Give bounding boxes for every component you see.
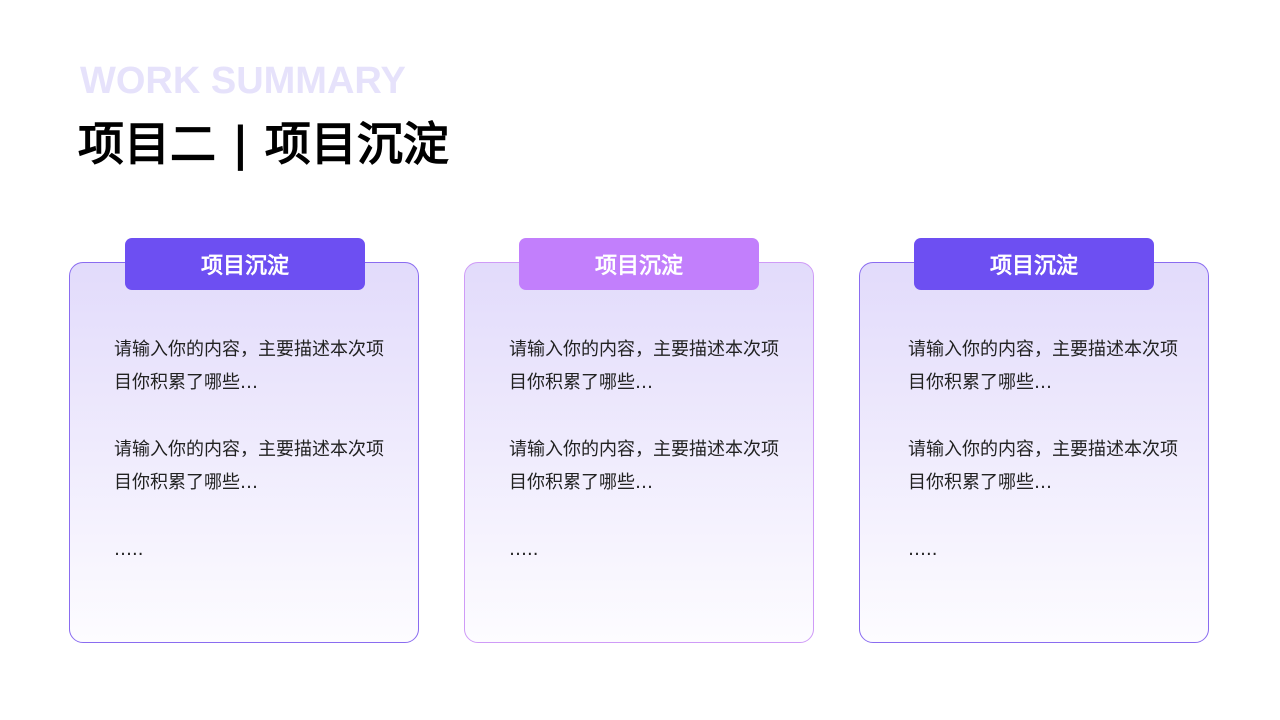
card-1: 请输入你的内容，主要描述本次项目你积累了哪些… 请输入你的内容，主要描述本次项目你… xyxy=(69,262,419,643)
card-1-label: 项目沉淀 xyxy=(125,238,365,290)
card-paragraph: 请输入你的内容，主要描述本次项目你积累了哪些… xyxy=(908,439,1178,493)
card-paragraph: 请输入你的内容，主要描述本次项目你积累了哪些… xyxy=(509,339,779,393)
page-title: 项目二 | 项目沉淀 xyxy=(78,117,449,171)
card-paragraph: 请输入你的内容，主要描述本次项目你积累了哪些… xyxy=(509,439,779,493)
card-ellipsis: ….. xyxy=(509,539,539,560)
subtitle: WORK SUMMARY xyxy=(80,60,406,102)
card-2-label: 项目沉淀 xyxy=(519,238,759,290)
card-3: 请输入你的内容，主要描述本次项目你积累了哪些… 请输入你的内容，主要描述本次项目你… xyxy=(859,262,1209,643)
card-paragraph: 请输入你的内容，主要描述本次项目你积累了哪些… xyxy=(114,339,384,393)
card-paragraph: 请输入你的内容，主要描述本次项目你积累了哪些… xyxy=(908,339,1178,393)
card-ellipsis: ….. xyxy=(908,539,938,560)
card-ellipsis: ….. xyxy=(114,539,144,560)
card-3-label: 项目沉淀 xyxy=(914,238,1154,290)
card-paragraph: 请输入你的内容，主要描述本次项目你积累了哪些… xyxy=(114,439,384,493)
card-2: 请输入你的内容，主要描述本次项目你积累了哪些… 请输入你的内容，主要描述本次项目你… xyxy=(464,262,814,643)
